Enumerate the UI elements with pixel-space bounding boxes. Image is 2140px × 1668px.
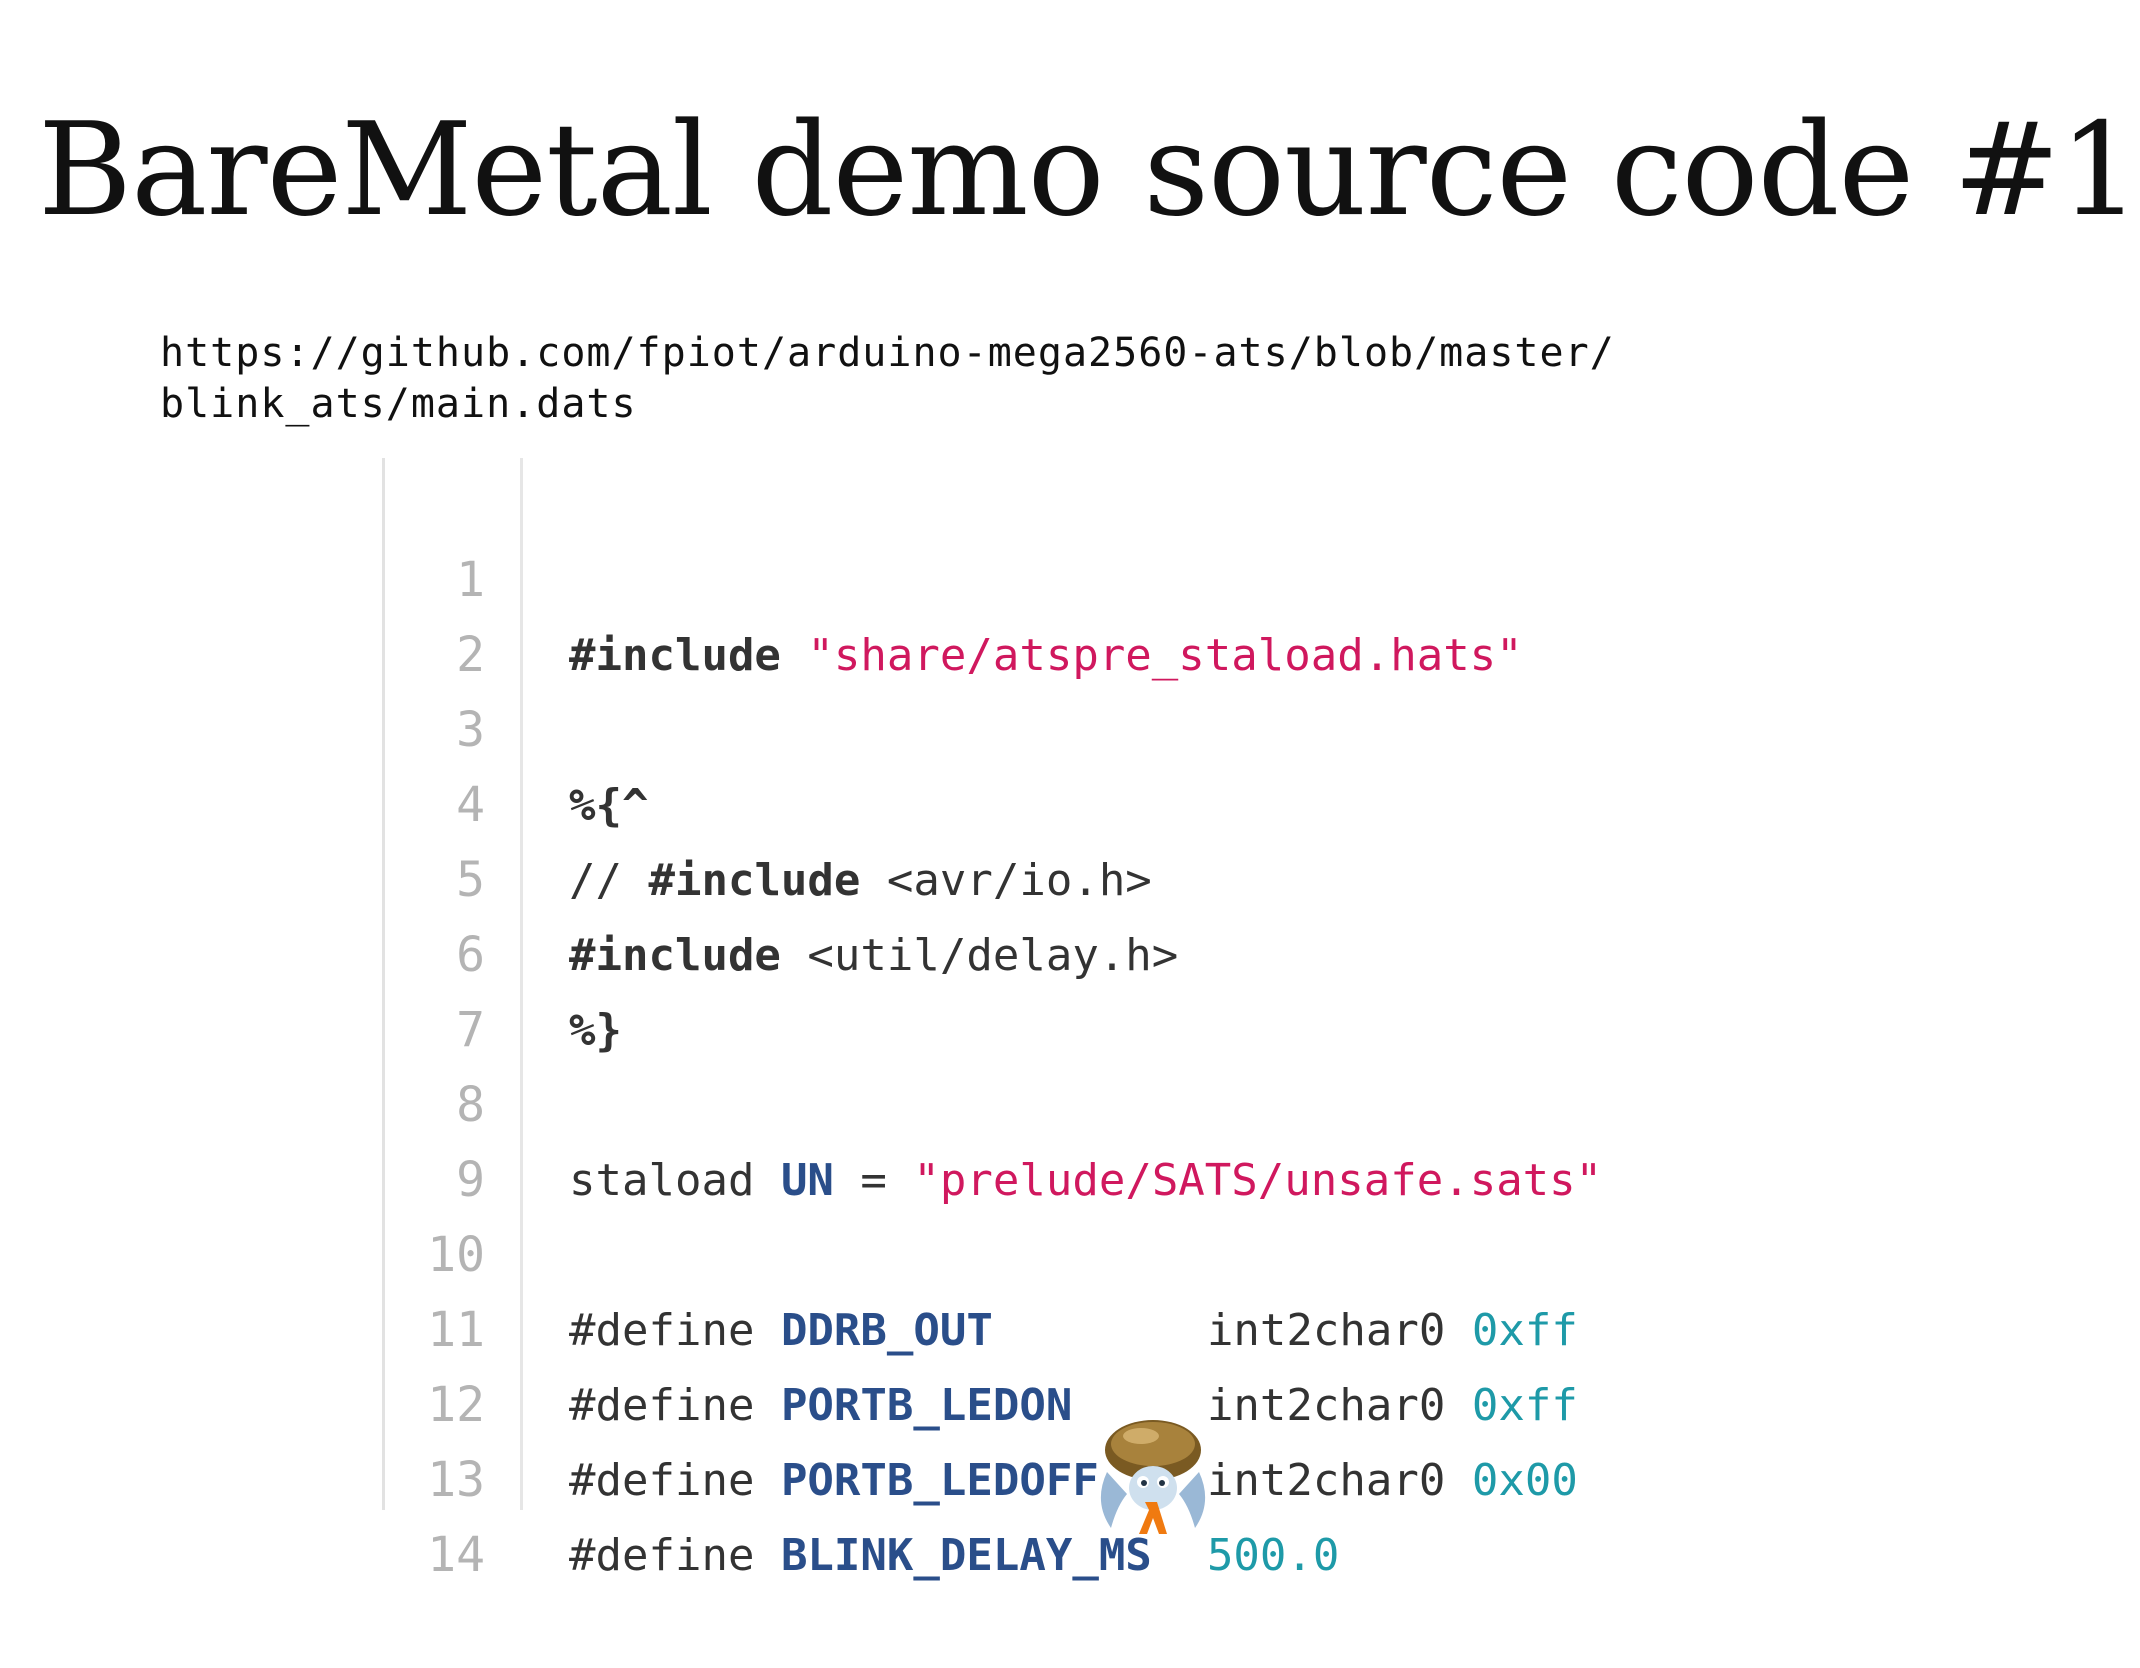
line-number: 4 (456, 777, 485, 833)
code-line-1: 1 #include "share/atspre_staload.hats" (382, 468, 1622, 681)
code-line-10: 10 #define DDRB_OUT int2char0 0xff (382, 1143, 1622, 1356)
line-number: 9 (456, 1152, 485, 1208)
macro-value: 0xff (1471, 1380, 1578, 1431)
macro-name: DDRB_OUT (780, 1305, 993, 1356)
code-listing: 1 #include "share/atspre_staload.hats" 2… (382, 458, 1622, 1583)
line-number: 1 (456, 552, 485, 608)
ats-mascot-icon (1100, 1420, 1206, 1534)
staload-keyword: staload (569, 1155, 755, 1206)
code-line-5: 5 #include <util/delay.h> (382, 768, 1622, 981)
code-line-8: 8 staload UN = "prelude/SATS/unsafe.sats… (382, 993, 1622, 1206)
line-number: 11 (427, 1302, 485, 1358)
staload-path-string: "prelude/SATS/unsafe.sats" (913, 1155, 1603, 1206)
line-number: 14 (427, 1527, 485, 1583)
line-number: 13 (427, 1452, 485, 1508)
comment-marker: // (569, 855, 649, 906)
gutter-border (382, 458, 385, 1510)
code-line-13: 13 #define BLINK_DELAY_MS 500.0 (382, 1368, 1622, 1581)
macro-name: BLINK_DELAY_MS (780, 1530, 1152, 1581)
code-line-11: 11 #define PORTB_LEDON int2char0 0xff (382, 1218, 1622, 1431)
staload-alias: UN (780, 1155, 834, 1206)
include-path-string: "share/atspre_staload.hats" (807, 630, 1523, 681)
line-number: 12 (427, 1377, 485, 1433)
define-keyword: #define (569, 1305, 755, 1356)
line-number: 2 (456, 627, 485, 683)
define-keyword: #define (569, 1530, 755, 1581)
include-keyword: #include (648, 855, 861, 906)
line-number: 8 (456, 1077, 485, 1133)
line-number: 5 (456, 852, 485, 908)
code-line-4: 4 // #include <avr/io.h> (382, 693, 1622, 906)
include-header: <util/delay.h> (780, 930, 1179, 981)
macro-name: PORTB_LEDON (780, 1380, 1073, 1431)
macro-name: PORTB_LEDOFF (780, 1455, 1099, 1506)
source-url-line-2: blink_ats/main.dats (160, 381, 637, 427)
c-block-close: %} (569, 1005, 622, 1056)
code-line-9: 9 (382, 1068, 1622, 1208)
macro-value: 0x00 (1471, 1455, 1578, 1506)
macro-function: int2char0 (1206, 1305, 1446, 1356)
define-keyword: #define (569, 1380, 755, 1431)
define-keyword: #define (569, 1455, 755, 1506)
line-number: 7 (456, 1002, 485, 1058)
macro-value: 500.0 (1206, 1530, 1340, 1581)
assign-operator: = (833, 1155, 914, 1206)
code-line-3: 3 %{^ (382, 618, 1622, 831)
code-line-14: 14 (382, 1443, 1622, 1583)
include-keyword: #include (569, 930, 781, 981)
source-url-line-1: https://github.com/fpiot/arduino-mega256… (160, 330, 1615, 376)
macro-value: 0xff (1471, 1305, 1578, 1356)
line-number: 6 (456, 927, 485, 983)
macro-function: int2char0 (1206, 1380, 1446, 1431)
code-line-12: 12 #define PORTB_LEDOFF int2char0 0x00 (382, 1293, 1622, 1506)
include-keyword: #include (569, 630, 781, 681)
source-url[interactable]: https://github.com/fpiot/arduino-mega256… (160, 328, 1615, 430)
line-number: 10 (427, 1227, 485, 1283)
slide-title: BareMetal demo source code #1 (38, 96, 2140, 245)
code-line-7: 7 (382, 918, 1622, 1058)
include-header: <avr/io.h> (860, 855, 1152, 906)
c-block-open: %{^ (569, 780, 649, 831)
line-number: 3 (456, 702, 485, 758)
macro-function: int2char0 (1206, 1455, 1446, 1506)
gutter-separator (520, 458, 523, 1510)
code-line-2: 2 (382, 543, 1622, 683)
code-line-6: 6 %} (382, 843, 1622, 1056)
